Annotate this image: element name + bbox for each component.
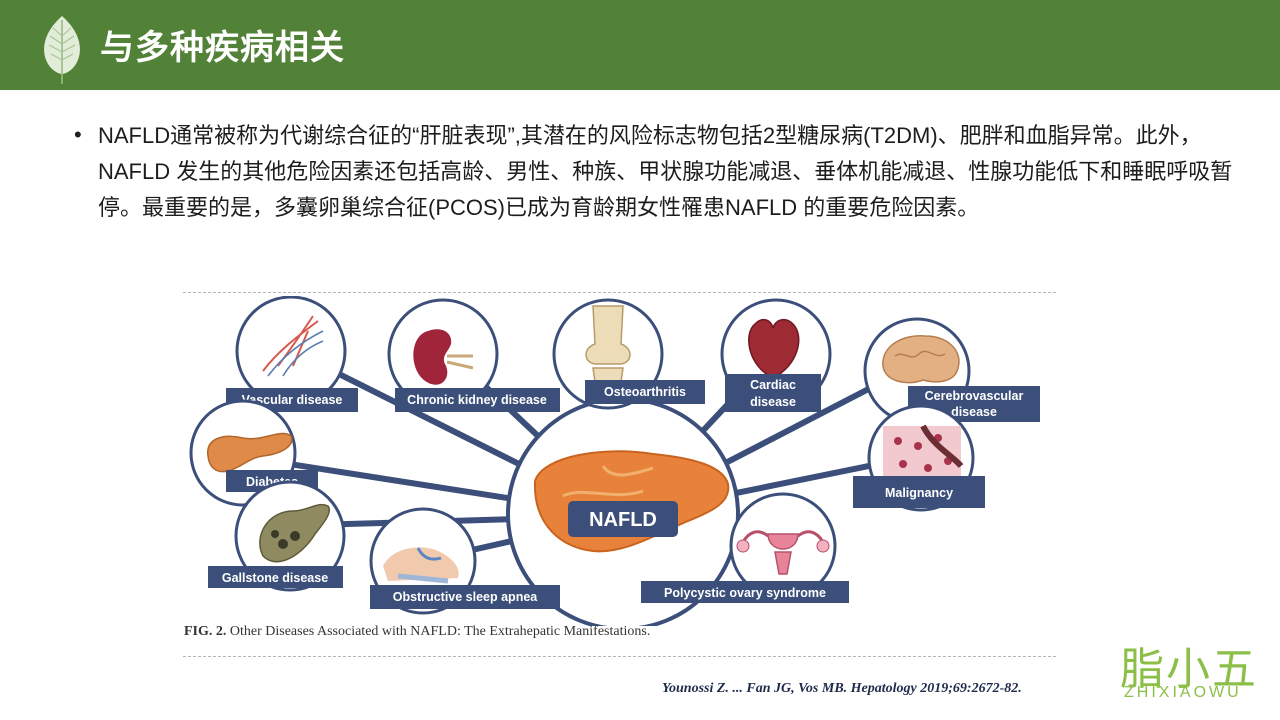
gallstone-label-box (208, 566, 343, 588)
center-label: NAFLD (589, 509, 657, 531)
heart-icon (748, 318, 800, 379)
cerebro-label-2: disease (951, 405, 997, 419)
leaf-icon (44, 16, 80, 84)
kidney-icon (413, 329, 452, 385)
pcos-label: Polycystic ovary syndrome (664, 586, 826, 600)
gallstone-label: Gallstone disease (222, 571, 328, 585)
pancreas-icon (207, 432, 293, 473)
osteo-label-box (585, 380, 705, 404)
cardiac-label-1: Cardiac (750, 378, 796, 392)
cardiac-label-box (725, 374, 821, 412)
osteo-label: Osteoarthritis (604, 385, 686, 399)
sleeping-person-icon (383, 547, 459, 584)
uterus-icon (736, 530, 830, 575)
sleep-label: Obstructive sleep apnea (393, 590, 539, 604)
top-divider (183, 292, 1056, 293)
nafld-diagram: NAFLD Vascular disease Chronic kidney di… (189, 296, 1040, 626)
figure-caption-label: FIG. 2. (184, 624, 227, 639)
malignancy-label-box (853, 476, 985, 508)
brain-icon (882, 335, 960, 384)
header-bar: 与多种疾病相关 (0, 0, 1280, 90)
bullet-marker: • (74, 122, 82, 147)
kidney-label-box (395, 388, 560, 412)
brand-logo-cn: 脂小五 (1120, 645, 1258, 694)
figure-caption-text: Other Diseases Associated with NAFLD: Th… (229, 624, 651, 639)
figure-caption: FIG. 2. Other Diseases Associated with N… (184, 624, 650, 640)
kidney-label: Chronic kidney disease (407, 393, 547, 407)
center-label-box (568, 501, 678, 537)
pcos-label-box (641, 581, 849, 603)
citation: Younossi Z. ... Fan JG, Vos MB. Hepatolo… (662, 681, 1022, 696)
sleep-label-box (370, 585, 560, 609)
malignancy-label: Malignancy (885, 486, 953, 500)
bottom-divider (183, 656, 1056, 657)
body-paragraph: NAFLD通常被称为代谢综合征的“肝脏表现”,其潜在的风险标志物包括2型糖尿病(… (98, 123, 1233, 220)
cerebro-label-1: Cerebrovascular (925, 389, 1024, 403)
cardiac-label-2: disease (750, 395, 796, 409)
vascular-label: Vascular disease (242, 393, 343, 407)
brand-logo-en: ZHIXIAOWU (1124, 684, 1242, 701)
cell-tissue-icon (883, 424, 964, 484)
page-title: 与多种疾病相关 (100, 29, 345, 67)
